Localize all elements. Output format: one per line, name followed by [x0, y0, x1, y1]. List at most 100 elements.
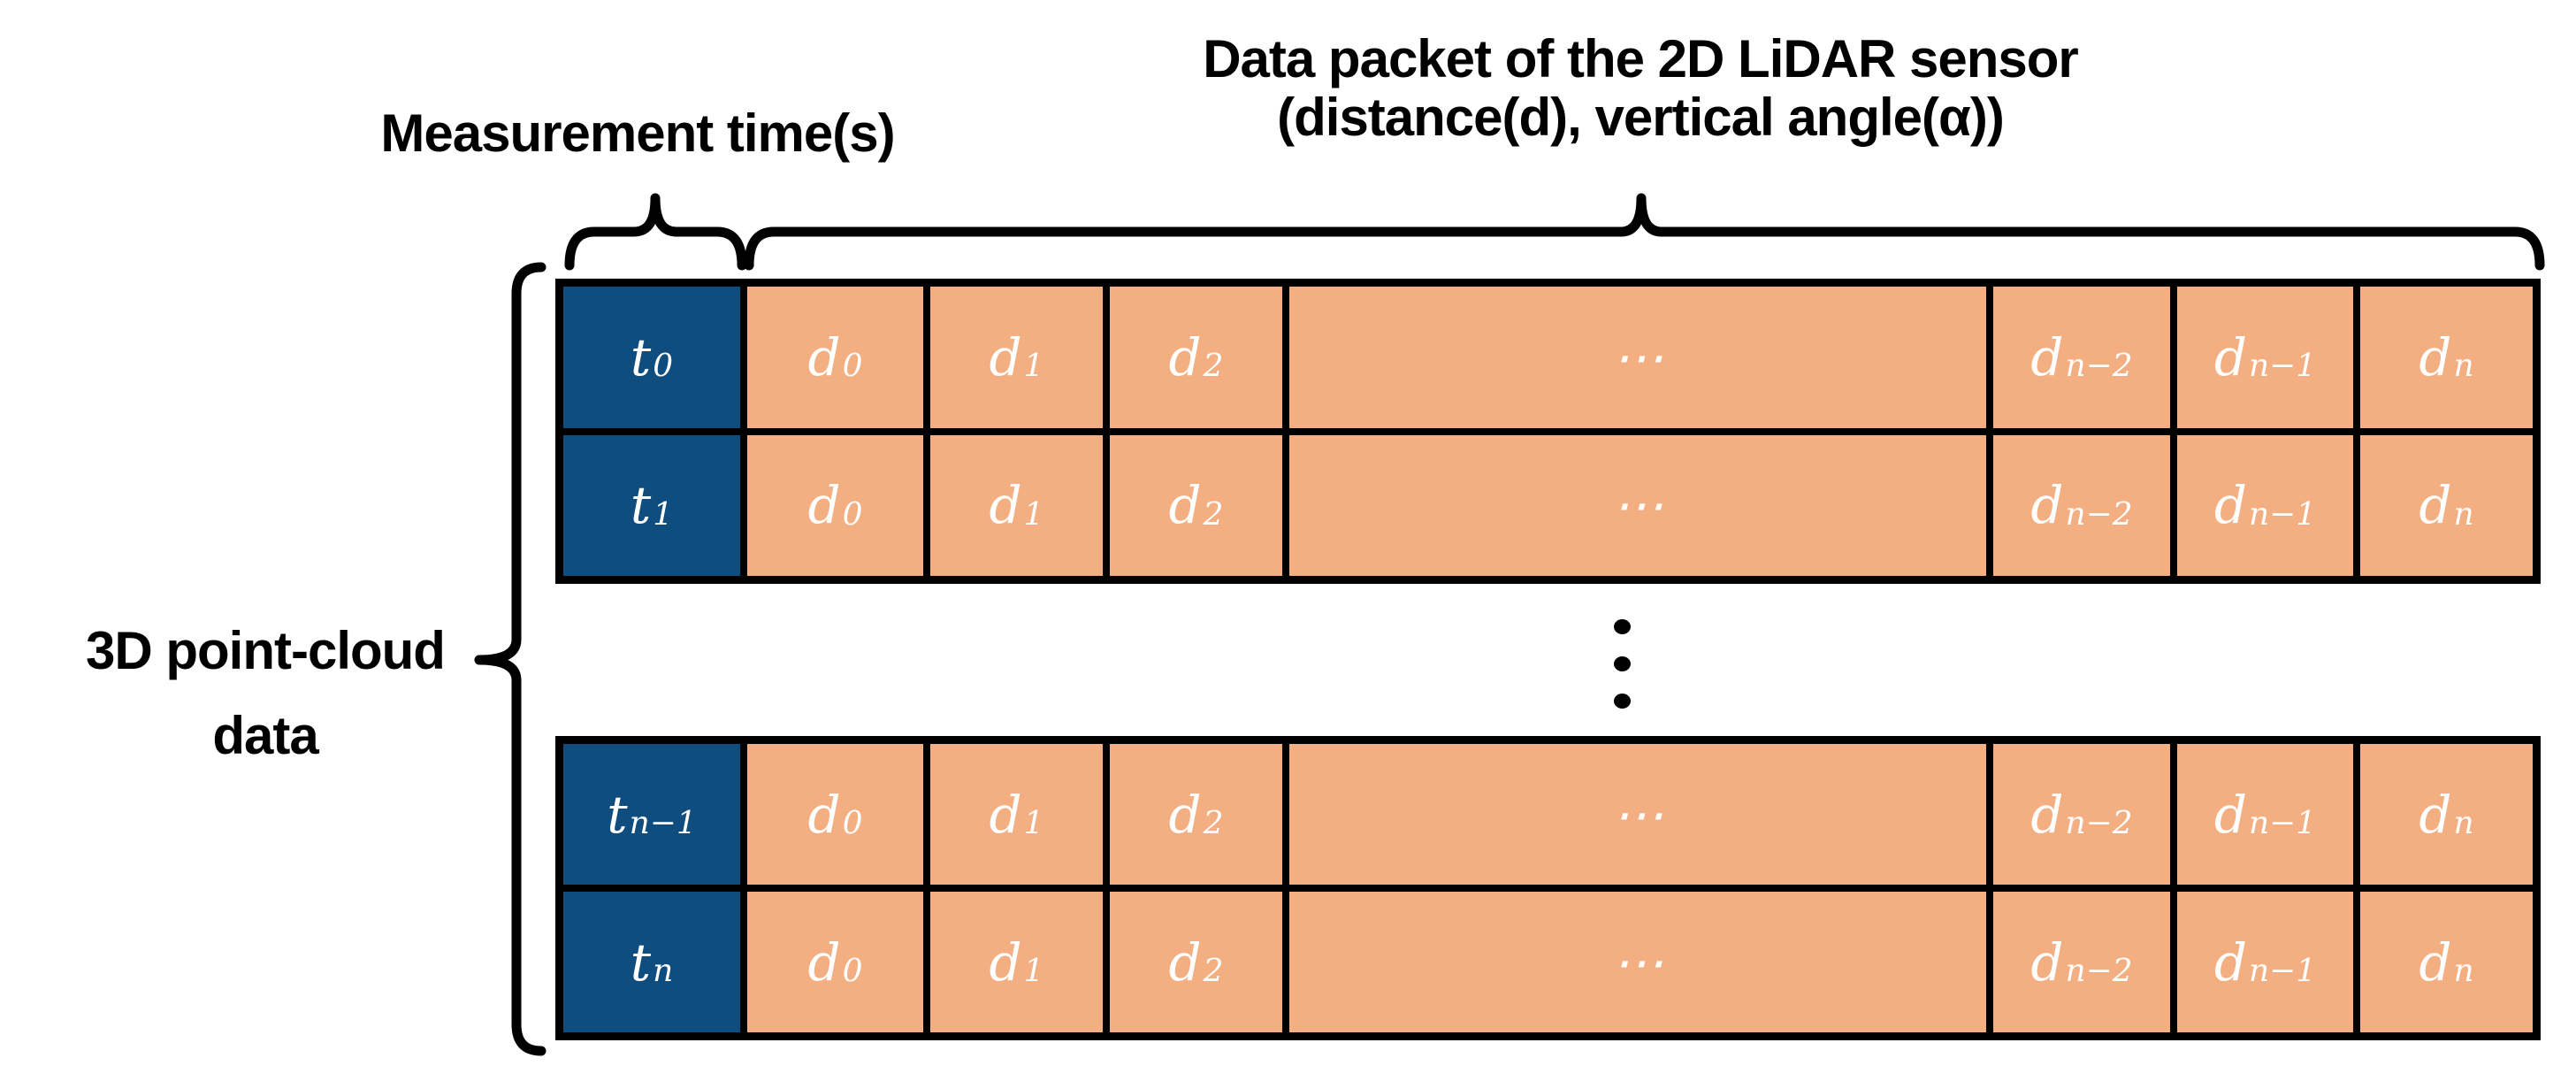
d-value: d: [2213, 326, 2247, 387]
d-subscript: 0: [842, 953, 863, 990]
ellipsis-dot: [1614, 656, 1631, 671]
d-value: d: [2213, 932, 2247, 993]
ellipsis-value: ⋯: [1612, 932, 1663, 993]
time-subscript: n−1: [629, 805, 697, 842]
data-packet-brace-icon: [744, 193, 2545, 271]
data-packet-title-line2: (distance(d), vertical angle(α)): [1277, 88, 2005, 147]
d-subscript: 1: [1023, 953, 1044, 990]
d-subscript: 1: [1023, 348, 1044, 385]
d-subscript: n−1: [2248, 953, 2317, 990]
ellipsis-dot: [1614, 619, 1631, 634]
d-subscript: n: [2453, 805, 2474, 842]
d-subscript: n: [2453, 495, 2474, 533]
d-subscript: 2: [1203, 805, 1224, 842]
d-subscript: 2: [1203, 348, 1224, 385]
d-subscript: n−2: [2065, 495, 2133, 533]
ellipsis-value: ⋯: [1612, 475, 1663, 536]
d-value: d: [1168, 932, 1202, 993]
data-cell-ellipsis: ⋯: [1289, 434, 1986, 576]
d-value: d: [2030, 932, 2064, 993]
d-subscript: n−2: [2065, 953, 2133, 990]
d-value: d: [989, 475, 1022, 536]
data-cell-ellipsis: ⋯: [1289, 744, 1986, 885]
time-value: t: [607, 784, 628, 845]
d-subscript: 2: [1203, 953, 1224, 990]
d-value: d: [2030, 475, 2064, 536]
d-value: d: [1168, 475, 1202, 536]
d-value: d: [989, 932, 1022, 993]
ellipsis-value: ⋯: [1612, 784, 1663, 845]
point-cloud-label-line2: data: [212, 706, 318, 765]
d-value: d: [2213, 475, 2247, 536]
d-value: d: [2030, 784, 2064, 845]
d-value: d: [2419, 475, 2452, 536]
d-subscript: n−2: [2065, 348, 2133, 385]
d-value: d: [807, 475, 841, 536]
d-subscript: n−1: [2248, 805, 2317, 842]
d-value: d: [807, 932, 841, 993]
time-value: t: [630, 326, 652, 387]
data-packet-title: Data packet of the 2D LiDAR sensor (dist…: [756, 30, 2525, 147]
data-cell-ellipsis: ⋯: [1289, 892, 1986, 1032]
d-value: d: [989, 326, 1022, 387]
d-value: d: [2419, 932, 2452, 993]
measurement-time-label: Measurement time(s): [380, 104, 895, 163]
d-value: d: [2213, 784, 2247, 845]
rows-ellipsis-icon: [1614, 619, 1631, 709]
d-value: d: [807, 784, 841, 845]
d-value: d: [1168, 784, 1202, 845]
d-subscript: 0: [842, 805, 863, 842]
time-subscript: n: [653, 953, 674, 990]
time-subscript: 0: [653, 348, 674, 385]
d-subscript: 0: [842, 348, 863, 385]
d-value: d: [1168, 326, 1202, 387]
data-packet-title-line1: Data packet of the 2D LiDAR sensor: [1203, 29, 2079, 88]
d-subscript: 0: [842, 495, 863, 533]
d-value: d: [807, 326, 841, 387]
d-subscript: 2: [1203, 495, 1224, 533]
d-value: d: [2419, 326, 2452, 387]
d-value: d: [2030, 326, 2064, 387]
d-subscript: n: [2453, 953, 2474, 990]
time-column-brace-icon: [564, 193, 747, 271]
d-subscript: n−1: [2248, 495, 2317, 533]
time-value: t: [630, 475, 652, 536]
d-value: d: [2419, 784, 2452, 845]
data-cell-ellipsis: ⋯: [1289, 287, 1986, 428]
ellipsis-dot: [1614, 694, 1631, 709]
d-subscript: 1: [1023, 495, 1044, 533]
point-cloud-label: 3D point-cloud data: [0, 609, 531, 778]
d-subscript: n−2: [2065, 805, 2133, 842]
ellipsis-value: ⋯: [1612, 326, 1663, 387]
point-cloud-label-line1: 3D point-cloud: [86, 621, 446, 680]
